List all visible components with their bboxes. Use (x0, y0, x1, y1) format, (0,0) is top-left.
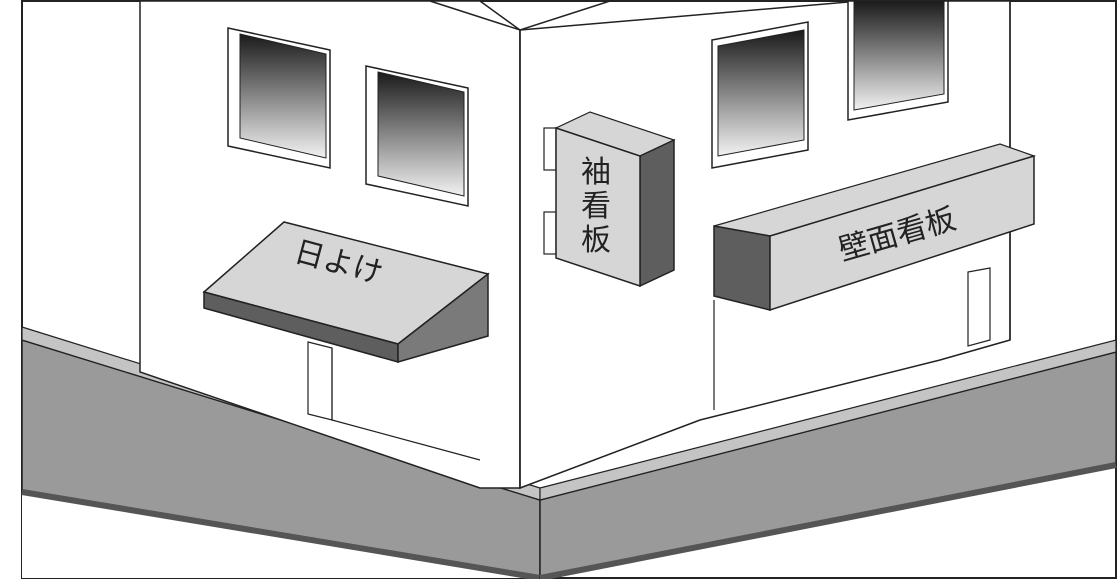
roof-edge (429, 0, 611, 31)
wall-sign: 壁面看板 (713, 143, 1036, 312)
window-right-1 (711, 21, 809, 169)
street-right (539, 339, 1117, 579)
window-right-2 (847, 0, 949, 121)
window-left-1 (227, 27, 331, 169)
awning: 日よけ (202, 221, 490, 363)
projecting-sign-char-2: 看 (581, 189, 611, 224)
projecting-sign-char-1: 袖 (581, 155, 611, 190)
projecting-sign: 袖 看 板 (543, 111, 676, 288)
window-left-2 (365, 65, 469, 207)
projecting-sign-char-3: 板 (581, 223, 611, 258)
